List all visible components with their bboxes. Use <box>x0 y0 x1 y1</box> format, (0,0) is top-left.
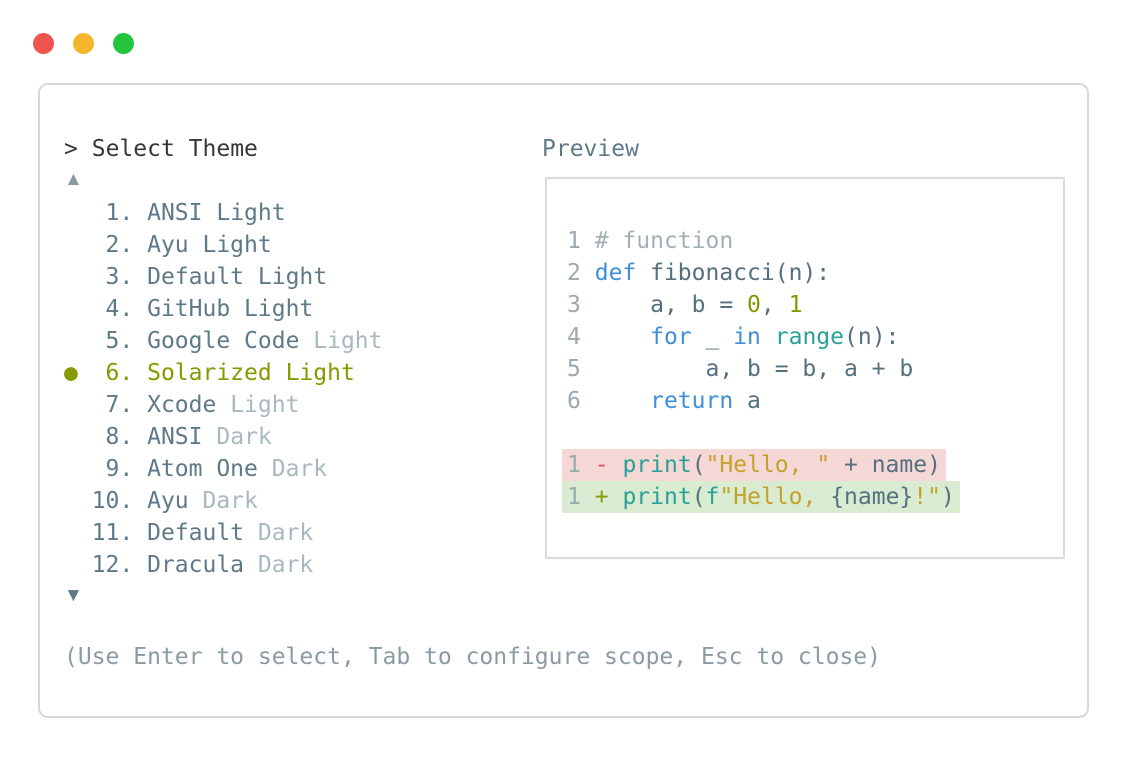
scroll-up-icon[interactable]: ▲ <box>64 167 83 193</box>
panel-title: Select Theme <box>91 136 258 162</box>
token-code <box>581 388 650 414</box>
token-linenum: 4 <box>567 324 581 350</box>
token-builtin: range <box>774 324 845 350</box>
code-line: 2 def fibonacci(n): <box>567 257 1063 289</box>
token-keyword: in <box>733 324 761 350</box>
bullet-spacer <box>64 488 92 514</box>
token-linenum: 5 <box>567 356 581 382</box>
code-line: 5 a, b = b, a + b <box>567 353 1063 385</box>
diff-highlight: 1 + print(f"Hello, {name}!") <box>562 481 960 513</box>
token-code <box>581 484 595 510</box>
token-string: "Hello, " <box>705 452 831 478</box>
diff-line-added: 1 + print(f"Hello, {name}!") <box>562 481 1063 513</box>
theme-item-atom-one-dark[interactable]: 9. Atom One Dark <box>64 453 383 485</box>
token-linenum: 1 <box>567 452 581 478</box>
bullet-spacer <box>64 520 92 546</box>
diff-highlight: 1 - print("Hello, " + name) <box>562 449 946 481</box>
minimize-button[interactable] <box>73 33 94 54</box>
scroll-down-icon[interactable]: ▼ <box>64 583 83 609</box>
diff-line-removed: 1 - print("Hello, " + name) <box>562 449 1063 481</box>
keyboard-hint: (Use Enter to select, Tab to configure s… <box>64 644 881 670</box>
bullet-spacer <box>64 456 92 482</box>
token-code <box>581 324 650 350</box>
theme-item-default-light[interactable]: 3. Default Light <box>64 261 383 293</box>
theme-item-google-code-light[interactable]: 5. Google Code Light <box>64 325 383 357</box>
token-code: ( <box>691 484 706 510</box>
token-code <box>581 452 595 478</box>
close-button[interactable] <box>33 33 54 54</box>
token-code: (n): <box>844 324 900 350</box>
bullet-spacer <box>64 232 92 258</box>
token-code: a, b = <box>580 292 748 318</box>
theme-item-xcode-light[interactable]: 7. Xcode Light <box>64 389 383 421</box>
prompt-row: > Select Theme <box>64 133 258 165</box>
prompt-marker: > <box>64 136 78 162</box>
theme-item-ayu-light[interactable]: 2. Ayu Light <box>64 229 383 261</box>
token-builtin: f <box>705 484 720 510</box>
token-keyword: return <box>650 388 734 414</box>
token-code: {name} <box>830 484 914 510</box>
token-string: "Hello, <box>719 484 831 510</box>
token-comment: # function <box>594 228 734 254</box>
token-string: !" <box>913 484 941 510</box>
selected-bullet-icon: ● <box>64 360 92 386</box>
preview-label: Preview <box>542 136 639 162</box>
token-code <box>761 324 775 350</box>
token-code: fibonacci(n): <box>636 260 831 286</box>
token-code <box>609 484 623 510</box>
token-builtin: print <box>622 484 692 510</box>
token-code <box>581 228 595 254</box>
token-literal: 1 <box>788 292 803 318</box>
theme-item-github-light[interactable]: 4. GitHub Light <box>64 293 383 325</box>
token-code: , <box>760 292 789 318</box>
token-linenum: 3 <box>567 292 581 318</box>
bullet-spacer <box>64 392 92 418</box>
bullet-spacer <box>64 296 92 322</box>
theme-item-ansi-light[interactable]: 1. ANSI Light <box>64 197 383 229</box>
bullet-spacer <box>64 552 92 578</box>
token-diff-plus: + <box>594 484 609 510</box>
theme-item-default-dark[interactable]: 11. Default Dark <box>64 517 383 549</box>
bullet-spacer <box>64 424 92 450</box>
token-code: + name) <box>830 452 941 478</box>
token-literal: 0 <box>747 292 761 318</box>
code-line: 4 for _ in range(n): <box>567 321 1063 353</box>
theme-item-ansi-dark[interactable]: 8. ANSI Dark <box>64 421 383 453</box>
theme-item-solarized-light[interactable]: ● 6. Solarized Light <box>64 360 355 386</box>
code-line: 3 a, b = 0, 1 <box>567 289 1063 321</box>
token-diff-minus: - <box>594 452 609 478</box>
token-keyword: def <box>594 260 637 286</box>
token-code: a, b = b, a + b <box>580 356 914 382</box>
theme-list: 1. ANSI Light 2. Ayu Light 3. Default Li… <box>64 197 383 581</box>
code-line: 1 # function <box>567 225 1063 257</box>
window-controls <box>33 33 134 54</box>
token-code: a <box>733 388 761 414</box>
token-code: _ <box>691 324 734 350</box>
code-line: 6 return a <box>567 385 1063 417</box>
token-keyword: for <box>650 324 692 350</box>
theme-item-ayu-dark[interactable]: 10. Ayu Dark <box>64 485 383 517</box>
token-code: ) <box>940 484 955 510</box>
token-linenum: 6 <box>567 388 581 414</box>
token-linenum: 1 <box>567 228 581 254</box>
code-line <box>567 417 1063 449</box>
token-code <box>581 260 595 286</box>
bullet-spacer <box>64 264 92 290</box>
token-builtin: print <box>622 452 692 478</box>
bullet-spacer <box>64 328 92 354</box>
theme-item-dracula-dark[interactable]: 12. Dracula Dark <box>64 549 383 581</box>
token-code <box>609 452 623 478</box>
token-linenum: 2 <box>567 260 581 286</box>
token-linenum: 1 <box>567 484 581 510</box>
maximize-button[interactable] <box>113 33 134 54</box>
bullet-spacer <box>64 200 92 226</box>
theme-picker-panel: > Select Theme ▲ 1. ANSI Light 2. Ayu Li… <box>38 83 1089 718</box>
token-code: ( <box>691 452 706 478</box>
